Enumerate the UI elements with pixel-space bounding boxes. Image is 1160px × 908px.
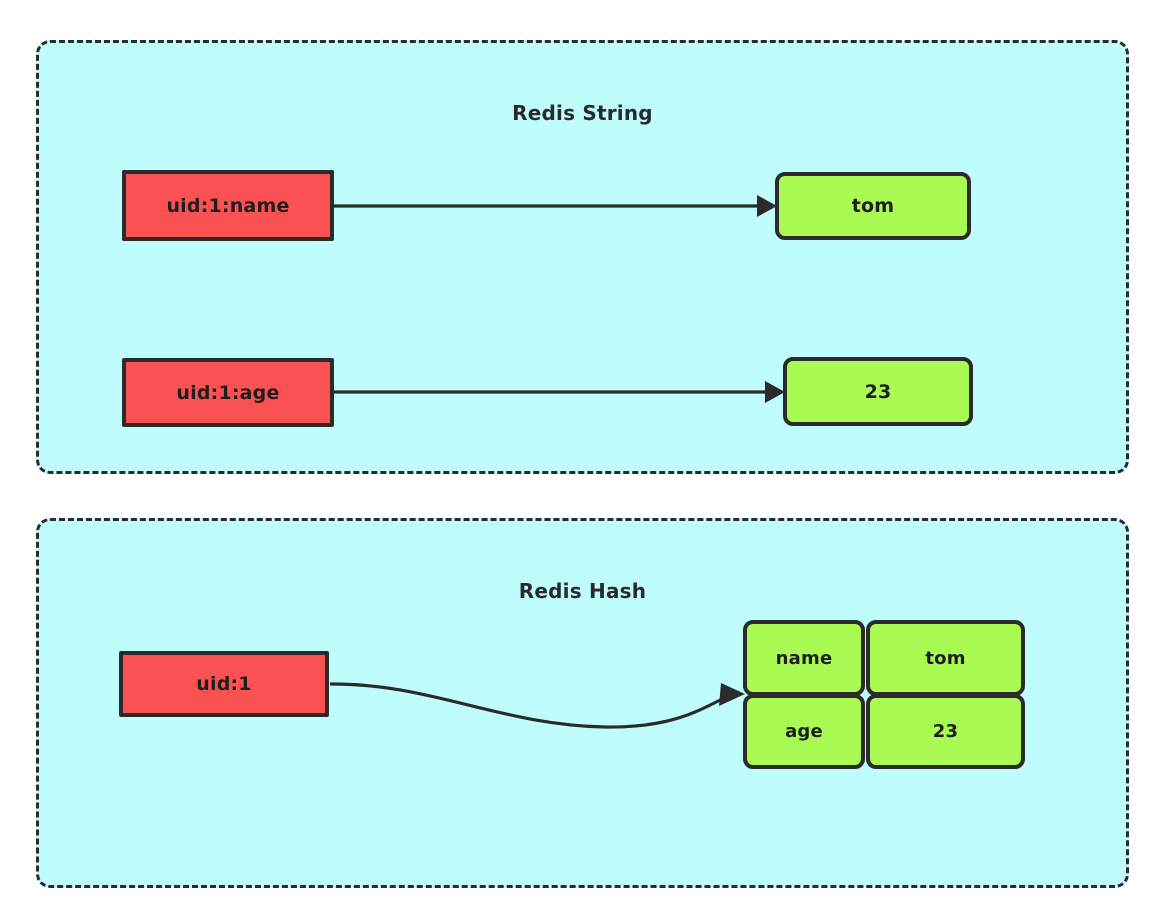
node-key-uid-1-name[interactable]: uid:1:name <box>122 170 334 241</box>
panel-title-redis-string: Redis String <box>512 101 653 125</box>
node-value-23[interactable]: 23 <box>783 357 973 426</box>
node-value-tom-label: tom <box>851 195 895 217</box>
hash-cell-value-23-label: 23 <box>932 721 959 742</box>
hash-cell-value-tom-label: tom <box>925 647 966 669</box>
hash-cell-field-name[interactable]: name <box>743 620 865 696</box>
hash-cell-value-tom[interactable]: tom <box>866 620 1025 696</box>
node-key-uid-1-label: uid:1 <box>196 673 252 695</box>
node-key-uid-1[interactable]: uid:1 <box>119 651 329 717</box>
hash-cell-field-age-label: age <box>785 721 823 742</box>
panel-title-redis-hash: Redis Hash <box>518 579 647 603</box>
node-value-23-label: 23 <box>864 380 892 403</box>
hash-cell-field-age[interactable]: age <box>743 694 865 769</box>
node-key-uid-1-age[interactable]: uid:1:age <box>122 358 334 427</box>
node-key-uid-1-age-label: uid:1:age <box>176 381 280 404</box>
node-key-uid-1-name-label: uid:1:name <box>166 194 290 217</box>
hash-cell-field-name-label: name <box>775 647 833 669</box>
node-value-tom[interactable]: tom <box>775 172 971 240</box>
hash-cell-value-23[interactable]: 23 <box>866 694 1025 769</box>
